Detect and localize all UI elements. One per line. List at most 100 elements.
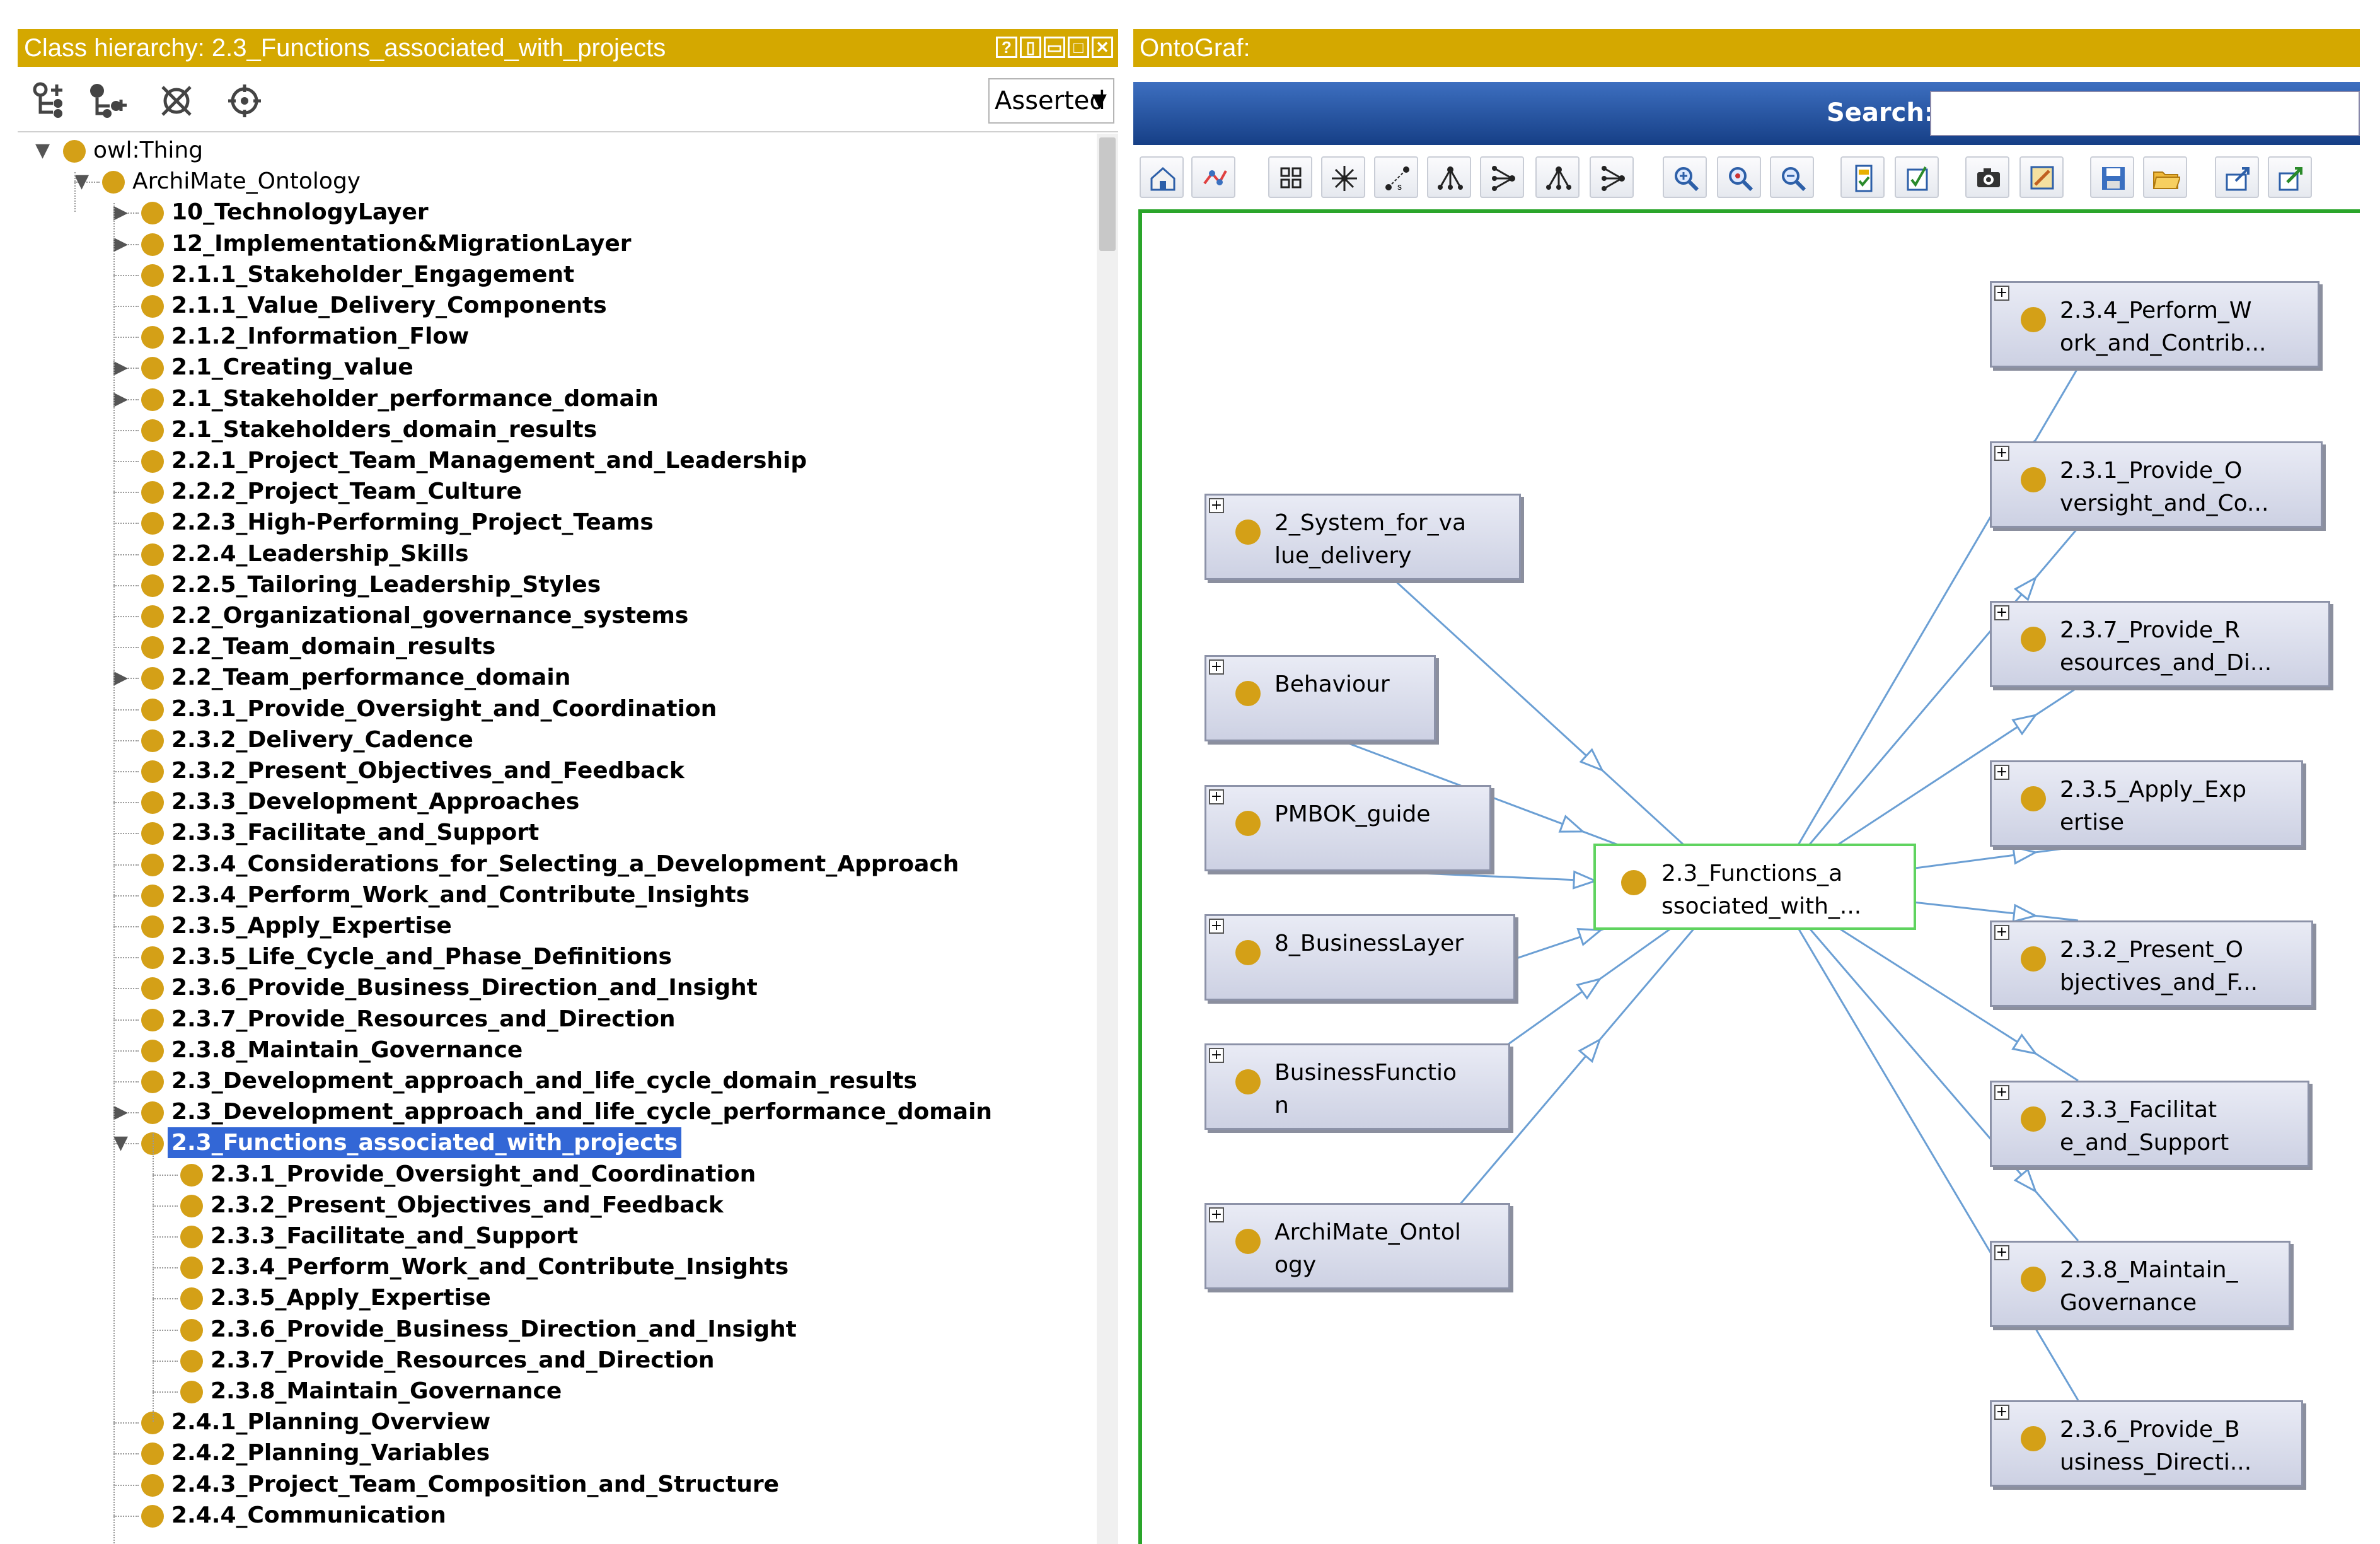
class-node[interactable]: +2.3.1_Provide_O versight_and_Co... — [1990, 441, 2323, 528]
radial-layout-button[interactable] — [1321, 156, 1365, 198]
vertical-tree-button[interactable] — [1535, 156, 1580, 198]
class-node[interactable]: +2_System_for_va lue_delivery — [1204, 494, 1521, 580]
graph-canvas[interactable]: +2_System_for_va lue_delivery +Behaviour +… — [1138, 209, 2360, 1544]
class-node[interactable]: +Behaviour — [1204, 655, 1436, 741]
tree-node[interactable]: 2.1.1_Stakeholder_Engagement — [18, 259, 1089, 290]
tree-node[interactable]: ▶2.1_Stakeholder_performance_domain — [18, 383, 1089, 414]
expand-node-icon[interactable]: + — [1209, 498, 1224, 513]
collapsed-arrow-icon[interactable]: ▶ — [113, 1101, 129, 1123]
grid-layout-button[interactable] — [1268, 156, 1312, 198]
collapsed-arrow-icon[interactable]: ▶ — [113, 356, 129, 379]
tree-node[interactable]: 2.3_Development_approach_and_life_cycle_… — [18, 1065, 1089, 1096]
tree-node[interactable]: 2.3.5_Apply_Expertise — [18, 1282, 1089, 1313]
class-node[interactable]: +2.3.7_Provide_R esources_and_Di... — [1990, 601, 2330, 687]
tree-node[interactable]: 2.1.1_Value_Delivery_Components — [18, 290, 1089, 321]
tree-node[interactable]: 2.4.2_Planning_Variables — [18, 1437, 1089, 1468]
tree-node[interactable]: ▶10_TechnologyLayer — [18, 197, 1089, 228]
edit-button[interactable] — [2019, 156, 2064, 198]
maximize-button[interactable]: □ — [1068, 37, 1089, 58]
export-button[interactable] — [2215, 156, 2259, 198]
tree-node[interactable]: 2.3.6_Provide_Business_Direction_and_Ins… — [18, 972, 1089, 1003]
tree-scrollbar[interactable] — [1097, 134, 1118, 1544]
add-sibling-icon[interactable] — [88, 82, 132, 120]
zoom-fit-button[interactable] — [1717, 156, 1761, 198]
filter-nodes-button[interactable] — [1840, 156, 1885, 198]
expand-node-icon[interactable]: + — [1209, 789, 1224, 804]
tree-node[interactable]: ▼ArchiMate_Ontology — [18, 166, 1089, 197]
tree-node[interactable]: ▶12_Implementation&MigrationLayer — [18, 228, 1089, 259]
delete-class-icon[interactable] — [158, 82, 195, 120]
collapsed-arrow-icon[interactable]: ▶ — [113, 232, 129, 255]
tree-node[interactable]: 2.3.1_Provide_Oversight_and_Coordination — [18, 694, 1089, 724]
add-subclass-icon[interactable] — [32, 82, 69, 120]
tree-node[interactable]: ▶2.3_Development_approach_and_life_cycle… — [18, 1096, 1089, 1127]
zoom-out-button[interactable] — [1770, 156, 1814, 198]
tree-node[interactable]: 2.3.8_Maintain_Governance — [18, 1035, 1089, 1065]
search-input[interactable] — [1930, 91, 2360, 136]
class-node[interactable]: +8_BusinessLayer — [1204, 914, 1515, 1001]
tree-node[interactable]: ▶2.2_Team_performance_domain — [18, 662, 1089, 693]
tree-node[interactable]: 2.4.1_Planning_Overview — [18, 1407, 1089, 1437]
expanded-arrow-icon[interactable]: ▼ — [35, 139, 50, 161]
open-folder-button[interactable] — [2143, 156, 2187, 198]
tree-node[interactable]: 2.1_Stakeholders_domain_results — [18, 414, 1089, 445]
tree-node[interactable]: 2.4.3_Project_Team_Composition_and_Struc… — [18, 1469, 1089, 1500]
tree-left-button[interactable] — [1480, 156, 1524, 198]
tree-scrollbar-thumb[interactable] — [1099, 137, 1116, 251]
class-node[interactable]: +BusinessFunctio n — [1204, 1043, 1510, 1130]
tree-top-button[interactable] — [1427, 156, 1471, 198]
horizontal-tree-button[interactable] — [1590, 156, 1634, 198]
target-icon[interactable] — [227, 83, 262, 119]
tree-node[interactable]: 2.3.2_Present_Objectives_and_Feedback — [18, 1190, 1089, 1221]
camera-button[interactable] — [1965, 156, 2009, 198]
close-button[interactable]: ✕ — [1092, 37, 1113, 58]
tree-node[interactable]: 2.3.3_Development_Approaches — [18, 786, 1089, 817]
center-class-node[interactable]: 2.3_Functions_a ssociated_with_... — [1593, 844, 1916, 930]
tree-node[interactable]: 2.3.4_Perform_Work_and_Contribute_Insigh… — [18, 879, 1089, 910]
tree-node[interactable]: 2.3.7_Provide_Resources_and_Direction — [18, 1345, 1089, 1376]
tree-node[interactable]: ▶2.1_Creating_value — [18, 352, 1089, 383]
zoom-in-button[interactable] — [1663, 156, 1707, 198]
expand-node-icon[interactable]: + — [1994, 286, 2009, 301]
tree-node[interactable]: 2.3.1_Provide_Oversight_and_Coordination — [18, 1159, 1089, 1190]
class-node[interactable]: +2.3.6_Provide_B usiness_Directi... — [1990, 1400, 2303, 1487]
pin-button[interactable] — [2268, 156, 2312, 198]
expanded-arrow-icon[interactable]: ▼ — [74, 170, 90, 193]
expand-node-icon[interactable]: + — [1209, 1207, 1224, 1222]
asserted-select[interactable]: Asserted ▼ — [988, 78, 1114, 124]
no-layout-button[interactable] — [1191, 156, 1235, 198]
collapsed-arrow-icon[interactable]: ▶ — [113, 666, 129, 689]
home-button[interactable] — [1140, 156, 1184, 198]
split-vertical-button[interactable]: ▯ — [1020, 37, 1041, 58]
expand-node-icon[interactable]: + — [1994, 605, 2009, 620]
expand-node-icon[interactable]: + — [1994, 1405, 2009, 1420]
tree-node[interactable]: 2.1.2_Information_Flow — [18, 321, 1089, 352]
class-node[interactable]: +ArchiMate_Ontol ogy — [1204, 1203, 1510, 1289]
tree-node[interactable]: 2.2.2_Project_Team_Culture — [18, 476, 1089, 507]
expand-node-icon[interactable]: + — [1209, 1048, 1224, 1063]
tree-node[interactable]: 2.2.1_Project_Team_Management_and_Leader… — [18, 445, 1089, 476]
class-node[interactable]: +2.3.5_Apply_Exp ertise — [1990, 760, 2303, 847]
expand-node-icon[interactable]: + — [1994, 1245, 2009, 1260]
expanded-arrow-icon[interactable]: ▼ — [113, 1132, 129, 1154]
split-horizontal-button[interactable]: ▭ — [1044, 37, 1065, 58]
class-node[interactable]: +2.3.3_Facilitat e_and_Support — [1990, 1081, 2309, 1167]
expand-node-icon[interactable]: + — [1994, 765, 2009, 780]
tree-node[interactable]: 2.4.4_Communication — [18, 1500, 1089, 1531]
collapsed-arrow-icon[interactable]: ▶ — [113, 387, 129, 410]
tree-node[interactable]: 2.3.4_Considerations_for_Selecting_a_Dev… — [18, 849, 1089, 879]
tree-node[interactable]: 2.2.5_Tailoring_Leadership_Styles — [18, 569, 1089, 600]
tree-node[interactable]: 2.3.8_Maintain_Governance — [18, 1376, 1089, 1407]
tree-node[interactable]: 2.3.4_Perform_Work_and_Contribute_Insigh… — [18, 1251, 1089, 1282]
expand-node-icon[interactable]: + — [1209, 919, 1224, 934]
tree-node[interactable]: 2.2_Team_domain_results — [18, 631, 1089, 662]
expand-node-icon[interactable]: + — [1994, 925, 2009, 940]
tree-node[interactable]: 2.3.2_Delivery_Cadence — [18, 724, 1089, 755]
tree-node[interactable]: ▼owl:Thing — [18, 135, 1089, 166]
tree-node[interactable]: 2.3.5_Life_Cycle_and_Phase_Definitions — [18, 941, 1089, 972]
tree-node[interactable]: 2.2.3_High-Performing_Project_Teams — [18, 507, 1089, 538]
spring-layout-button[interactable]: s — [1374, 156, 1418, 198]
tree-node[interactable]: 2.3.3_Facilitate_and_Support — [18, 817, 1089, 848]
tree-node[interactable]: 2.2.4_Leadership_Skills — [18, 538, 1089, 569]
class-node[interactable]: +2.3.4_Perform_W ork_and_Contrib... — [1990, 281, 2319, 368]
